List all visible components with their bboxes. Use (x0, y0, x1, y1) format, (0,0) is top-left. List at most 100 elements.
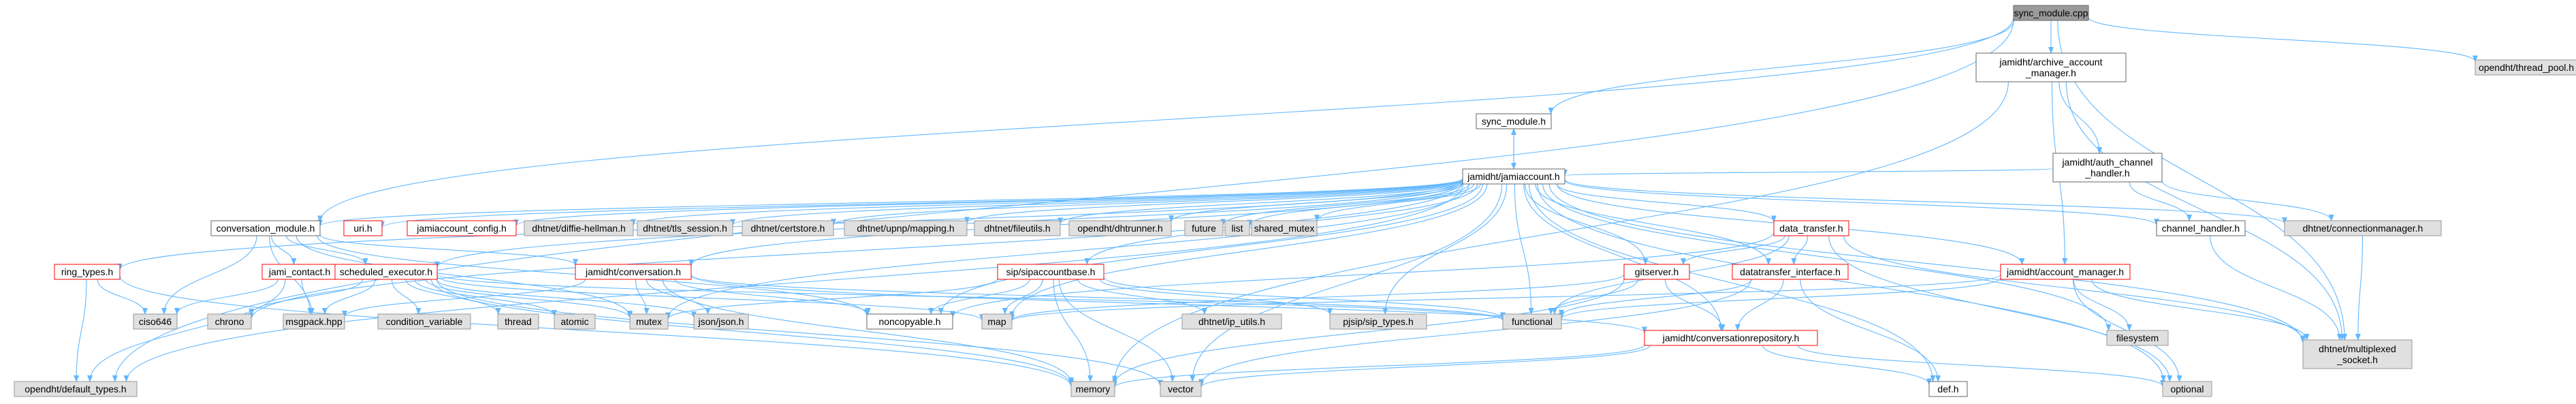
node-box (283, 313, 345, 330)
node-box (133, 313, 178, 330)
include-edge-jamiaccount-h-to-connectionmanager (1564, 179, 2287, 224)
include-edge-conversation-module-to-scheduled-executor (285, 235, 368, 265)
node-box (866, 313, 953, 330)
node-certstore: dhtnet/certstore.h (742, 220, 834, 236)
node-label: dhtnet/connectionmanager.h (2303, 223, 2423, 234)
node-label: jamidht/account_manager.h (2006, 266, 2124, 277)
node-jamiaccount-h[interactable]: jamidht/jamiaccount.h (1462, 168, 1565, 185)
node-conversation-module[interactable]: conversation_module.h (210, 220, 321, 236)
include-edge-conversationrepository-to-def (1762, 345, 1932, 386)
node-sync-module-h[interactable]: sync_module.h (1476, 113, 1552, 129)
include-edge-scheduled-executor-to-map (436, 275, 985, 322)
node-account-manager[interactable]: jamidht/account_manager.h (2000, 264, 2131, 280)
include-edge-conversation-module-to-ciso646 (161, 235, 257, 315)
node-archive-account-manager[interactable]: jamidht/archive_account_manager.h (1975, 52, 2127, 82)
include-edge-channel-handler-to-multiplexed-socket (2210, 235, 2342, 341)
node-jami-contact[interactable]: jami_contact.h (261, 264, 338, 280)
include-edge-jamiaccount-h-to-data-transfer (1556, 183, 1777, 223)
node-label: jamiaccount_config.h (416, 223, 507, 234)
node-scheduled-executor[interactable]: scheduled_executor.h (334, 264, 438, 280)
include-edge-gitserver-to-conversationrepository (1664, 279, 1726, 331)
node-box (1773, 220, 1849, 236)
node-ciso646: ciso646 (133, 313, 178, 330)
node-noncopyable[interactable]: noncopyable.h (866, 313, 953, 330)
include-edge-jamiaccount-h-to-datatransfer-interface (1535, 183, 1772, 265)
include-edge-jamiaccount-h-to-vector (1190, 183, 1503, 382)
node-diffie-hellman: dhtnet/diffie-hellman.h (524, 220, 634, 236)
node-box (974, 220, 1061, 236)
node-label: jamidht/conversationrepository.h (1662, 332, 1800, 343)
node-label: dhtnet/upnp/mapping.h (857, 223, 954, 234)
node-future: future (1184, 220, 1224, 236)
include-edge-sync-module-cpp-to-default-types (112, 20, 2014, 382)
node-box (407, 220, 517, 236)
node-ring-types[interactable]: ring_types.h (54, 264, 121, 280)
node-sipaccountbase[interactable]: sip/sipaccountbase.h (997, 264, 1104, 280)
include-edge-jamiaccount-h-to-gitserver (1524, 183, 1649, 265)
include-edge-data-transfer-to-gitserver (1681, 235, 1785, 265)
include-edge-gitserver-to-map (1009, 274, 1625, 322)
node-gitserver[interactable]: gitserver.h (1623, 264, 1690, 280)
include-edge-scheduled-executor-to-atomic (414, 279, 557, 317)
node-auth-channel-handler[interactable]: jamidht/auth_channel_handler.h (2052, 153, 2163, 183)
node-uri[interactable]: uri.h (343, 220, 383, 236)
node-label: sync_module.cpp (2014, 7, 2088, 18)
node-box (1181, 313, 1282, 330)
include-edge-conversation-h-to-noncopyable (674, 279, 871, 315)
node-thread-pool: opendht/thread_pool.h (2475, 59, 2576, 76)
include-edge-scheduled-executor-to-vector (436, 279, 1163, 387)
node-datatransfer-interface[interactable]: datatransfer_interface.h (1732, 264, 1849, 280)
include-edge-jamiaccount-h-to-noncopyable (938, 183, 1483, 315)
include-edge-scheduled-executor-to-thread (405, 279, 501, 315)
node-label: _handler.h (2084, 168, 2129, 178)
node-box (629, 313, 669, 330)
include-edge-jamiaccount-h-to-diffie-hellman (631, 178, 1463, 226)
node-box (1502, 313, 1562, 330)
node-box (1476, 113, 1552, 129)
include-edge-conversation-h-to-msgpack (342, 279, 586, 317)
include-edge-auth-channel-handler-to-connectionmanager (2161, 180, 2334, 221)
node-label: jamidht/conversation.h (585, 266, 681, 277)
include-edge-jamiaccount-h-to-jamiaccount-config (513, 178, 1463, 227)
node-label: dhtnet/certstore.h (751, 223, 825, 234)
include-edge-conversation-h-to-functional (690, 275, 1506, 321)
node-sync-module-cpp[interactable]: sync_module.cpp (2013, 5, 2089, 21)
node-conversationrepository[interactable]: jamidht/conversationrepository.h (1644, 330, 1818, 346)
include-edge-data-transfer-to-datatransfer-interface (1791, 235, 1809, 265)
node-box (1251, 220, 1318, 236)
include-edge-conversation-module-to-conversation-h (319, 234, 578, 266)
include-edge-sipaccountbase-to-sip-types (1099, 279, 1333, 315)
include-edge-scheduled-executor-to-memory (430, 279, 1074, 386)
node-def[interactable]: def.h (1928, 381, 1968, 397)
node-optional: optional (2162, 381, 2212, 397)
include-edge-jamiaccount-h-to-mutex (665, 183, 1469, 320)
node-box (2000, 264, 2131, 280)
node-conversation-h[interactable]: jamidht/conversation.h (575, 264, 692, 280)
node-box (1975, 52, 2127, 82)
include-edge-ring-types-to-ciso646 (97, 279, 148, 315)
include-edge-auth-channel-handler-to-jamiaccount-h (1563, 168, 2054, 176)
node-label: jamidht/archive_account (1999, 57, 2103, 67)
node-box (1623, 264, 1690, 280)
node-label: dhtnet/diffie-hellman.h (532, 223, 626, 234)
node-map: map (981, 313, 1013, 330)
node-box (554, 313, 596, 330)
node-box (1644, 330, 1818, 346)
include-edge-jamiaccount-h-to-map (1009, 183, 1488, 318)
node-label: scheduled_executor.h (340, 266, 432, 277)
node-jamiaccount-config[interactable]: jamiaccount_config.h (407, 220, 517, 236)
node-box (1462, 168, 1565, 185)
node-label: noncopyable.h (878, 316, 940, 327)
include-edge-gitserver-to-memory (1112, 278, 1625, 386)
node-data-transfer[interactable]: data_transfer.h (1773, 220, 1849, 236)
node-memory: memory (1070, 381, 1115, 397)
node-dhtrunner: opendht/dhtrunner.h (1068, 220, 1172, 236)
node-ip-utils: dhtnet/ip_utils.h (1181, 313, 1282, 330)
header-nodes: sync_module.cpp jamidht/archive_account_m… (14, 5, 2576, 397)
node-channel-handler[interactable]: channel_handler.h (2156, 220, 2246, 236)
node-label: optional (2170, 384, 2204, 394)
node-msgpack: msgpack.hpp (283, 313, 345, 330)
node-box (343, 220, 383, 236)
node-box (693, 313, 749, 330)
